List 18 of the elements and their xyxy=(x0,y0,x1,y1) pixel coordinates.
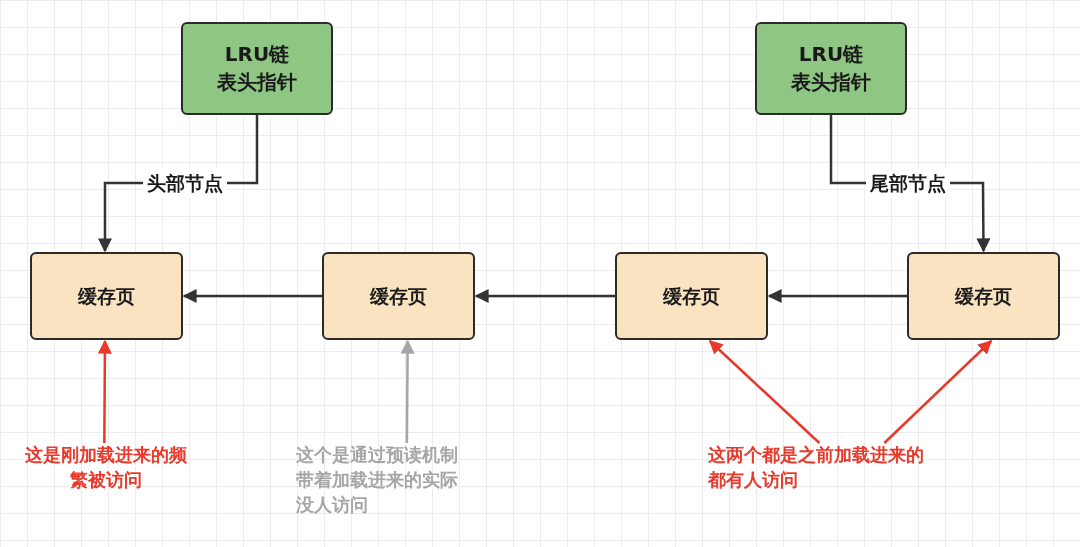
cache-page-box: 缓存页 xyxy=(907,252,1060,340)
annotation-text: 这是刚加载进来的频繁被访问 xyxy=(24,443,188,492)
pointer-box: LRU链表头指针 xyxy=(755,22,907,115)
cache-page-box: 缓存页 xyxy=(615,252,768,340)
arrow xyxy=(708,340,821,444)
edge-label: 尾部节点 xyxy=(866,168,950,198)
cache-page-box: 缓存页 xyxy=(322,252,475,340)
pointer-box: LRU链表头指针 xyxy=(181,22,333,115)
annotation-text: 这个是通过预读机制带着加载进来的实际没人访问 xyxy=(296,443,459,517)
arrow xyxy=(883,340,993,444)
arrow xyxy=(767,289,907,303)
edge-label: 头部节点 xyxy=(143,168,227,198)
cache-page-box: 缓存页 xyxy=(30,252,183,340)
arrow xyxy=(182,289,322,303)
arrow xyxy=(474,289,615,303)
annotation-text: 这两个都是之前加载进来的都有人访问 xyxy=(708,443,925,492)
arrow xyxy=(97,339,112,443)
arrow xyxy=(400,339,415,443)
